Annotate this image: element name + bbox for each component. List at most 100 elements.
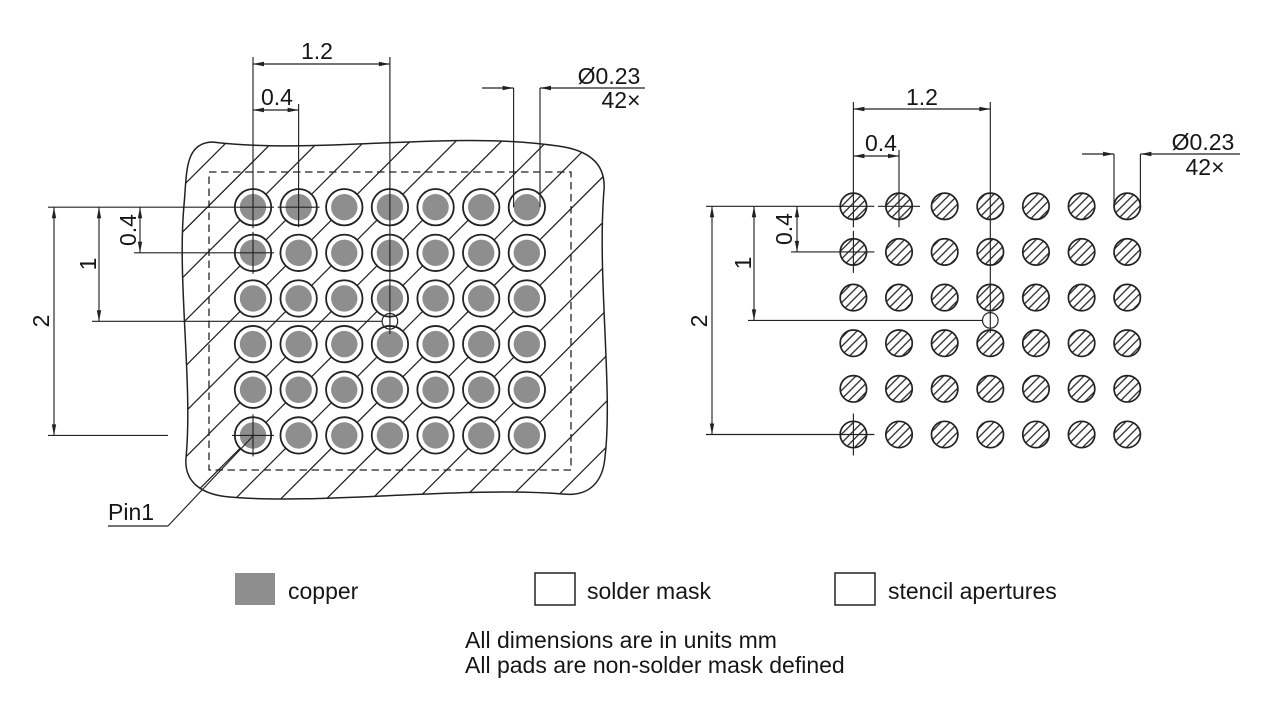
copper-pad: [285, 422, 312, 449]
dim-span-x: 1.2: [301, 38, 333, 64]
dim-pitch-y: 0.4: [115, 214, 141, 246]
dim-pitch-y-right: 0.4: [771, 213, 797, 245]
copper-pad: [331, 239, 358, 267]
dimension-arrowhead: [1140, 151, 1152, 157]
stencil-aperture: [976, 329, 1005, 358]
stencil-aperture: [884, 374, 914, 403]
solder-mask-hatch: [182, 140, 608, 500]
copper-pad: [468, 194, 495, 221]
dimension-arrowhead: [137, 241, 143, 253]
left-dimension-lines: [48, 57, 645, 527]
copper-pad: [422, 285, 449, 312]
copper-pad: [422, 194, 449, 221]
dim-span-y-right: 2: [686, 315, 712, 328]
dimension-arrowhead: [794, 240, 800, 252]
pin1-label: Pin1: [108, 499, 154, 525]
hatch-line: [182, 140, 564, 500]
dimension-arrowhead: [853, 106, 865, 112]
dimension-arrowhead: [794, 206, 800, 218]
solder-mask-outline: [181, 139, 609, 500]
dim-pitch-x: 0.4: [261, 84, 293, 110]
hatch-line: [310, 140, 608, 500]
copper-pad: [468, 422, 495, 449]
stencil-aperture: [930, 329, 959, 358]
legend-label-copper: copper: [288, 578, 359, 604]
stencil-aperture: [839, 329, 868, 358]
stencil-aperture: [884, 329, 914, 358]
dimension-arrowhead: [137, 207, 143, 219]
copper-pad: [331, 330, 358, 358]
dim-half-span-y: 1: [75, 258, 101, 271]
hatch-line: [401, 140, 608, 500]
dimension-arrowhead: [979, 106, 991, 112]
dimension-arrowhead: [888, 153, 899, 159]
notes: All dimensions are in units mm All pads …: [465, 627, 845, 678]
stencil-aperture: [930, 237, 959, 266]
copper-pad: [422, 422, 449, 449]
hatch-line: [182, 140, 608, 500]
copper-pad: [239, 330, 267, 358]
hatch-line: [182, 140, 518, 500]
legend-swatch-solder-mask: [534, 572, 576, 606]
stencil-aperture: [1021, 420, 1051, 449]
stencil-aperture: [1021, 192, 1051, 221]
dim-span-x-right: 1.2: [906, 84, 938, 110]
stencil-aperture: [930, 374, 959, 403]
stencil-aperture: [1067, 374, 1096, 403]
dimension-arrowhead: [502, 85, 514, 91]
stencil-aperture: [1113, 374, 1142, 403]
dimension-arrowhead: [253, 107, 264, 113]
stencil-aperture: [1113, 420, 1142, 449]
stencil-aperture: [976, 374, 1005, 403]
dimension-arrowhead: [540, 85, 551, 91]
stencil-aperture: [976, 420, 1005, 449]
copper-pad: [239, 285, 267, 312]
hatch-line: [356, 140, 608, 500]
dimension-arrowhead: [1103, 151, 1114, 157]
stencil-aperture: [930, 283, 959, 312]
copper-pad: [513, 330, 541, 358]
dim-span-y: 2: [28, 315, 54, 328]
copper-pads: [239, 194, 541, 449]
dimension-arrowhead: [51, 207, 57, 219]
dimension-arrowhead: [287, 107, 299, 113]
stencil-aperture: [839, 283, 868, 312]
hatch-line: [264, 140, 608, 500]
dimension-line: [167, 435, 254, 527]
legend-swatch-stencil-apertures: [834, 572, 876, 606]
dim-half-span-y-right: 1: [730, 257, 756, 270]
stencil-aperture: [1021, 374, 1051, 403]
dim-pad-diameter: Ø0.23: [578, 63, 641, 89]
stencil-aperture: [1067, 283, 1096, 312]
hatch-line: [182, 140, 381, 500]
legend-label-solder-mask: solder mask: [587, 578, 711, 604]
copper-pad: [468, 376, 495, 403]
copper-pad: [513, 376, 541, 403]
copper-pad: [513, 285, 541, 312]
dim-pad-diameter-right: Ø0.23: [1172, 129, 1235, 155]
legend-swatch-copper: [235, 573, 275, 605]
stencil-aperture: [1113, 283, 1142, 312]
legend: copper solder mask stencil apertures: [235, 572, 1057, 606]
dimension-arrowhead: [751, 309, 757, 321]
dimension-arrowhead: [253, 61, 264, 67]
stencil-aperture: [1021, 329, 1051, 358]
dimension-arrowhead: [51, 424, 57, 436]
dimension-arrowhead: [751, 206, 757, 218]
stencil-aperture: [930, 192, 959, 221]
copper-pad: [285, 239, 312, 267]
copper-pad: [513, 422, 541, 449]
copper-pad: [376, 376, 404, 403]
copper-pad: [376, 422, 404, 449]
dimension-arrowhead: [853, 153, 865, 159]
copper-pad: [422, 330, 449, 358]
note-nsmd: All pads are non-solder mask defined: [465, 652, 845, 678]
stencil-aperture: [1113, 329, 1142, 358]
stencil-aperture: [884, 237, 914, 266]
stencil-aperture: [1067, 192, 1096, 221]
copper-pad: [422, 376, 449, 403]
dimension-arrowhead: [709, 423, 715, 435]
